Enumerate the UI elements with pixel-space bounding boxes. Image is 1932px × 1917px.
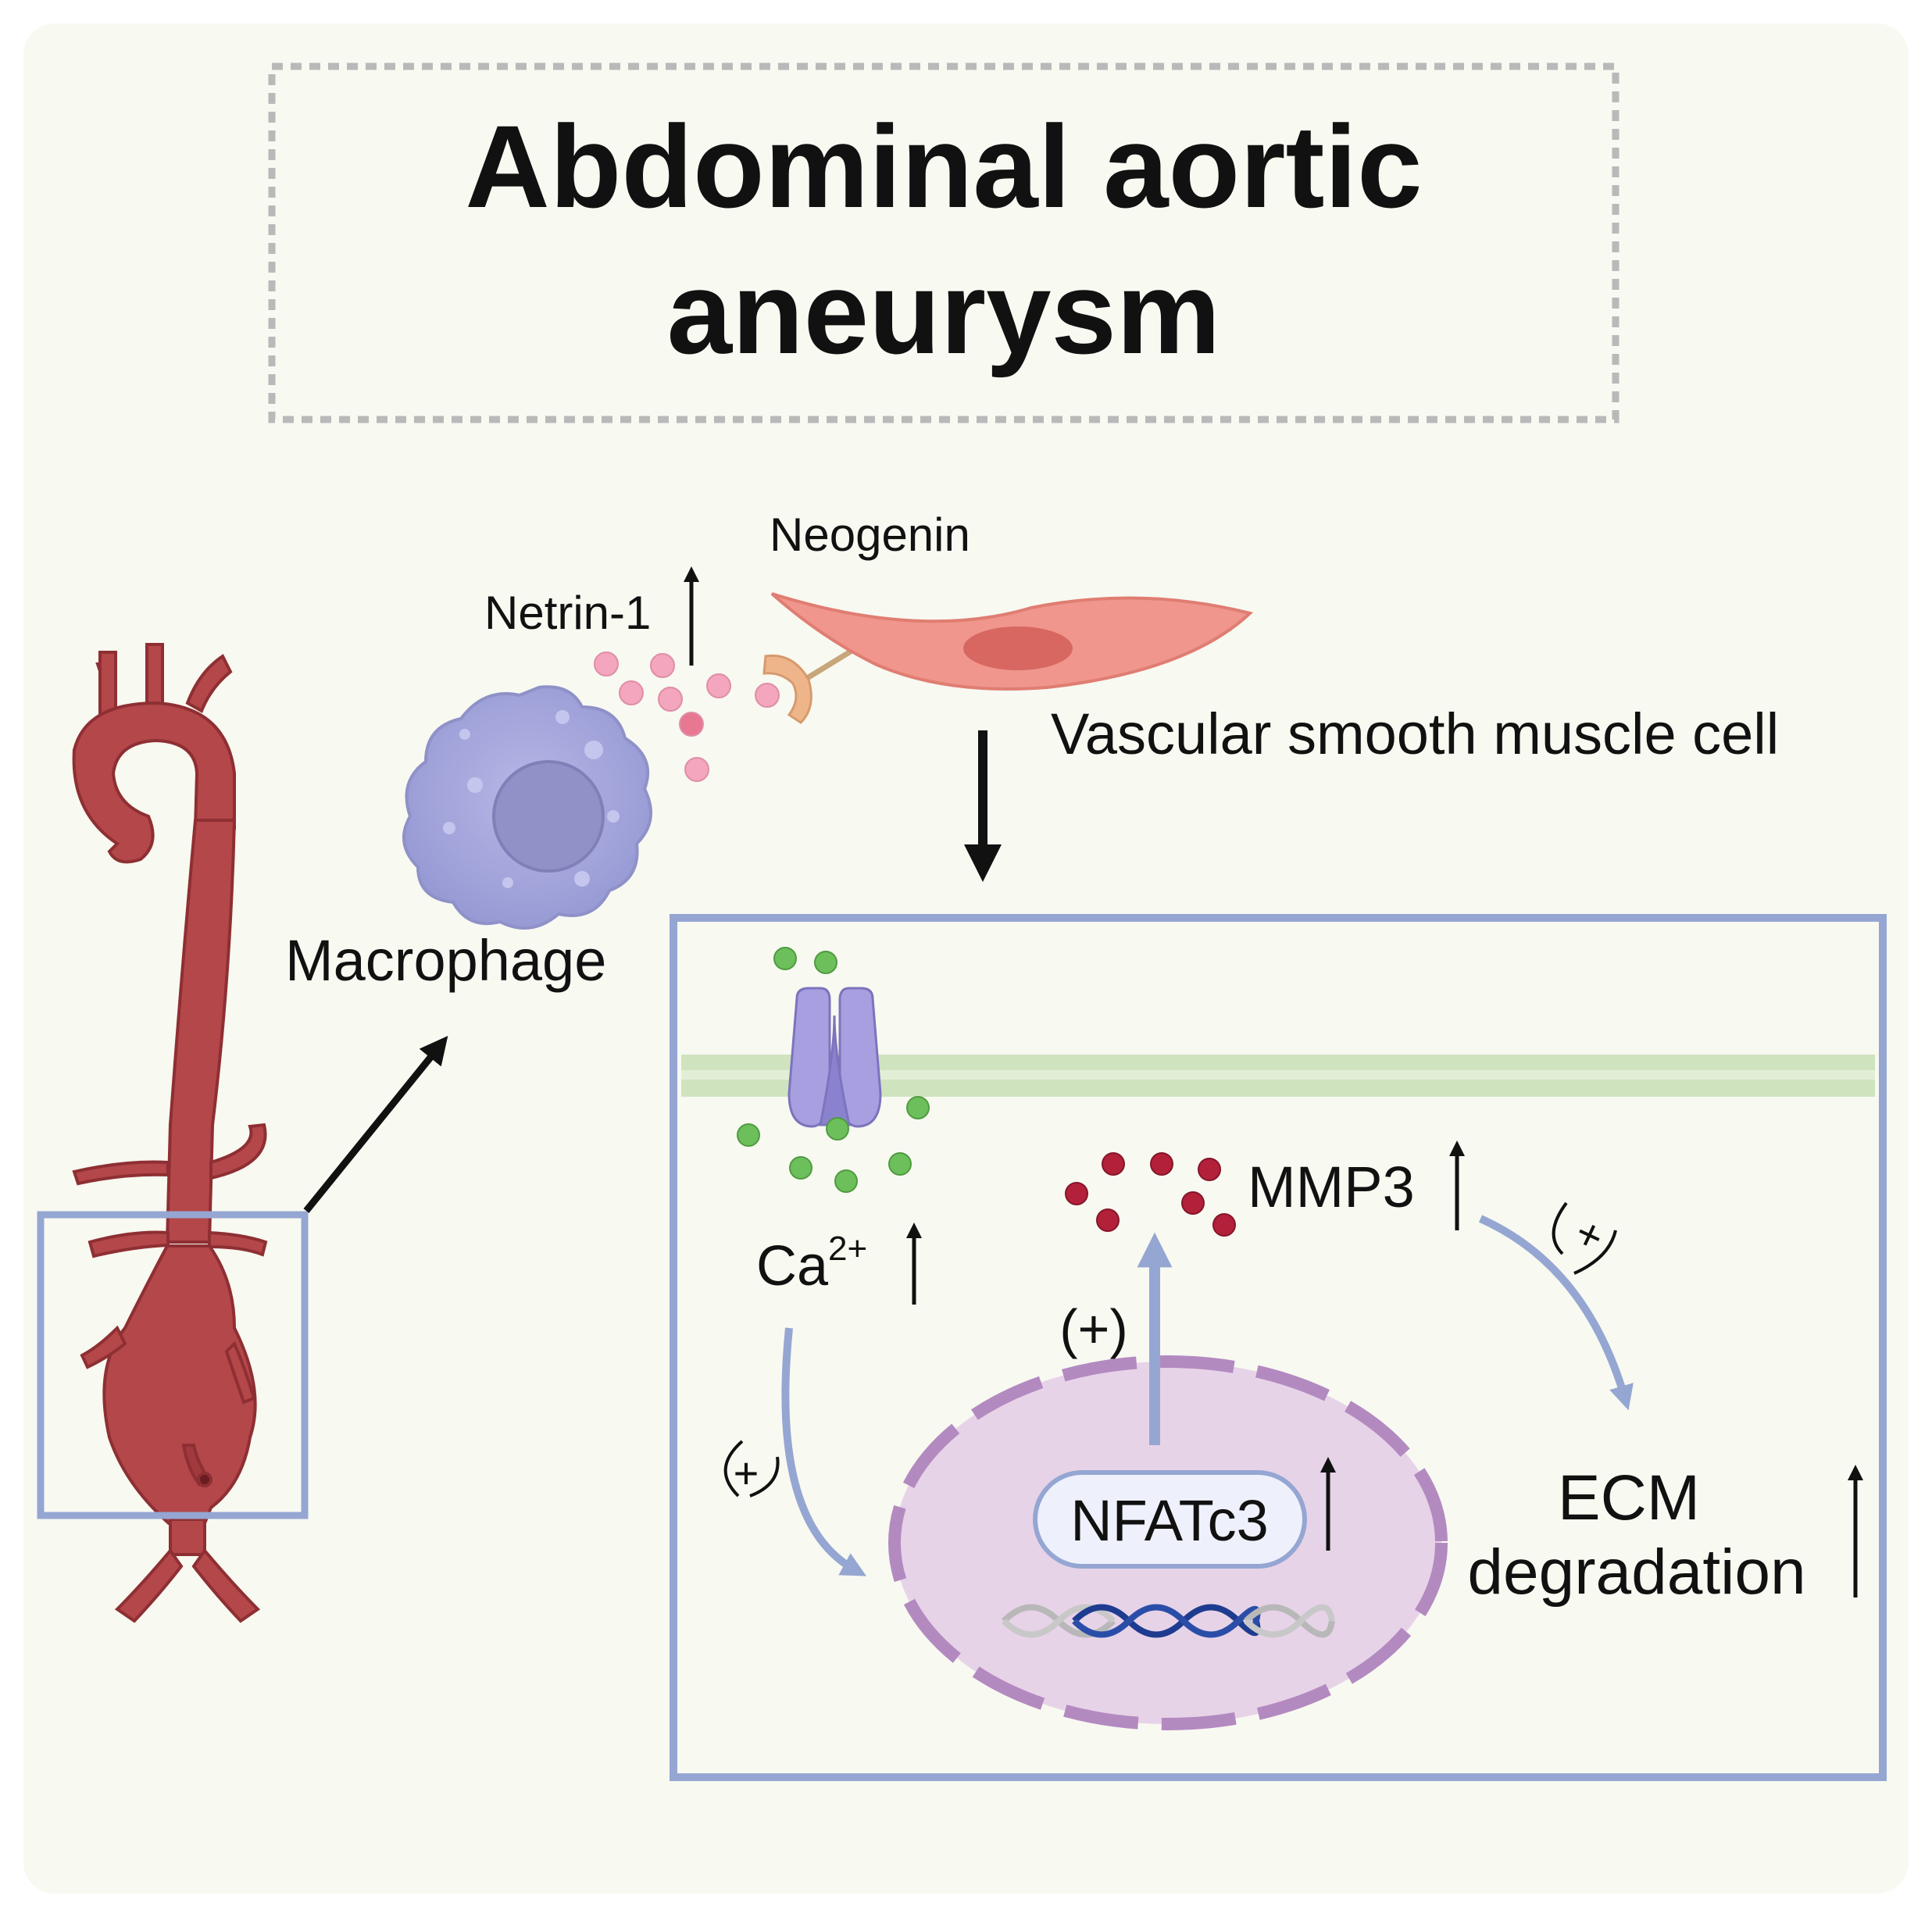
netrin-1-label: Netrin-1 <box>484 587 651 639</box>
aorta-illustration <box>72 643 268 1623</box>
calcium-ions <box>737 947 930 1193</box>
neogenin-label: Neogenin <box>770 509 970 561</box>
calcium-channel <box>787 987 882 1128</box>
smooth-muscle-cell <box>770 592 1254 691</box>
mmp3-label: MMP3 <box>1248 1155 1415 1219</box>
cell-interior-inset <box>670 914 1887 1781</box>
netrin-1-particles <box>594 651 780 782</box>
plus-badge-left: + <box>723 1440 780 1498</box>
plus-label-left: + <box>734 1448 759 1498</box>
vsmc-label: Vascular smooth muscle cell <box>1051 701 1779 766</box>
aneurysm-highlight-box <box>37 1211 309 1519</box>
calcium-label-base: Ca <box>756 1235 829 1298</box>
title-line-2: aneurysm <box>667 247 1221 378</box>
ecm-label-line-2: degradation <box>1467 1537 1805 1608</box>
calcium-label-superscript: 2+ <box>828 1230 867 1268</box>
macrophage-label: Macrophage <box>285 928 606 993</box>
arrow-calcium-to-nucleus <box>781 1327 867 1576</box>
mmp3-particles <box>1065 1152 1236 1237</box>
nfatc3-label: NFATc3 <box>1070 1488 1269 1553</box>
calcium-label: Ca2+ <box>756 1230 867 1298</box>
macrophage-cell <box>402 685 652 930</box>
arrow-mmp3-to-ecm <box>1478 1215 1634 1411</box>
background-panel <box>23 23 1909 1894</box>
neogenin-receptor <box>762 648 855 724</box>
dna-helix <box>1002 1604 1335 1638</box>
plus-label-top: (+) <box>1059 1298 1128 1359</box>
title-line-1: Abdominal aortic <box>465 101 1422 232</box>
arrow-aneurysm-to-macrophage <box>303 1036 448 1213</box>
nfatc3-badge: NFATc3 <box>1033 1470 1307 1569</box>
ecm-label-line-1: ECM <box>1558 1462 1700 1533</box>
title-box: Abdominal aortic aneurysm <box>268 62 1620 423</box>
